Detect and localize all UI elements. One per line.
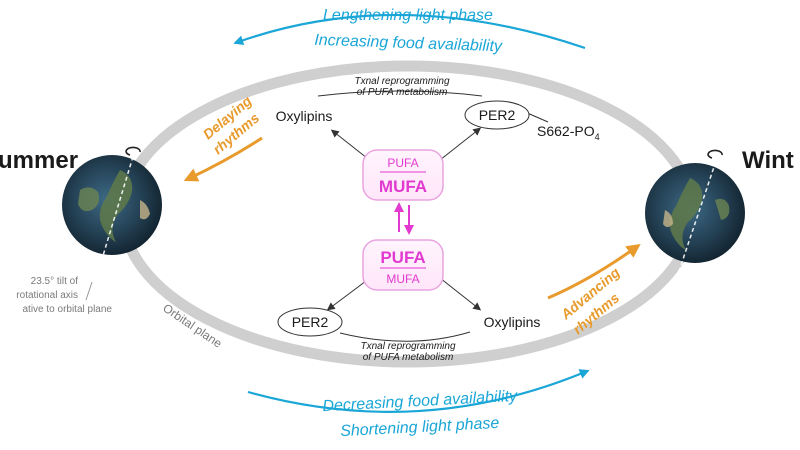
per2-ellipse-bottom	[277, 307, 343, 337]
fa-bottom-major: PUFA	[380, 248, 425, 267]
advancing-rhythms-arrow	[547, 243, 641, 300]
tilt-pointer-line	[85, 281, 93, 301]
season-winter-label: Wint	[742, 147, 794, 174]
bottom-cyan-arrow	[247, 369, 590, 413]
top-txnal-line2: of PUFA metabolism	[357, 87, 448, 98]
bottom-txnal-line2: of PUFA metabolism	[363, 352, 454, 363]
top-txnal-bracket	[317, 90, 483, 97]
fa-top-minor: PUFA	[387, 156, 418, 170]
tilt-note-line2: rotational axis	[16, 290, 78, 301]
arrow-pufa-to-per2-bottom	[326, 277, 371, 311]
fa-box-bottom	[362, 239, 444, 291]
tilt-note-line3: ative to orbital plane	[22, 304, 112, 315]
top-txnal-line1: Txnal reprogramming	[354, 76, 449, 87]
top-per2-label: PER2	[479, 107, 516, 123]
top-cyan-arrow	[233, 13, 586, 50]
fa-box-top	[362, 149, 444, 201]
bottom-per2-label: PER2	[292, 314, 329, 330]
winter-earth-icon	[645, 149, 745, 293]
summer-earth-icon	[62, 146, 162, 293]
bottom-outer-line2: Shortening light phase	[340, 415, 500, 440]
top-outer-line1: Lengthening light phase	[323, 7, 493, 24]
season-summer-label: ummer	[0, 147, 78, 174]
delaying-rhythms-arrow	[183, 136, 263, 182]
bottom-oxylipins: Oxylipins	[484, 314, 541, 330]
fa-bottom-minor: MUFA	[386, 272, 419, 286]
phospho-site-label: S662-PO4	[537, 123, 600, 142]
top-oxylipins: Oxylipins	[276, 108, 333, 124]
bottom-txnal-bracket	[339, 331, 471, 342]
top-outer-line2: Increasing food availability	[314, 32, 503, 56]
arrow-mufa-to-per2-top	[439, 127, 482, 161]
fa-top-major: MUFA	[379, 177, 427, 196]
per2-ellipse-top	[464, 100, 530, 130]
arrow-pufa-to-oxylipins-bottom	[439, 277, 482, 311]
bottom-txnal-line1: Txnal reprogramming	[360, 341, 455, 352]
tilt-note-line1: 23.5° tilt of	[31, 276, 79, 287]
